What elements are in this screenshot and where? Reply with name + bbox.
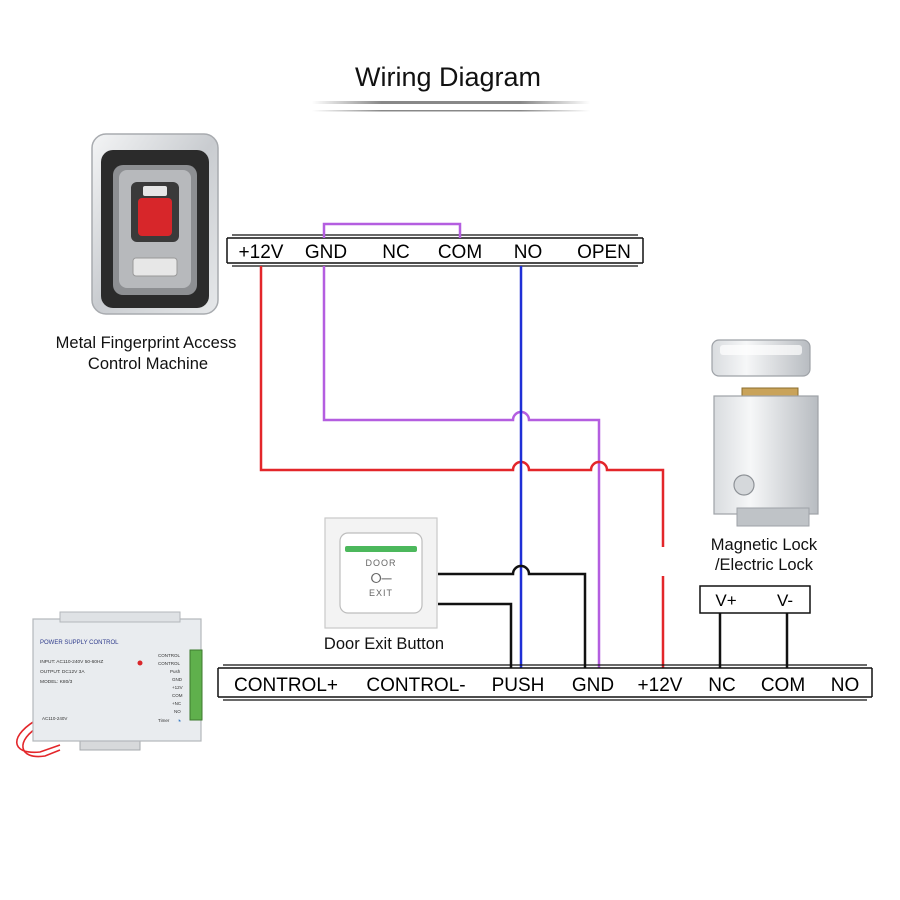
lock-terminal-v-plus: V+ <box>715 591 736 610</box>
psu-terminal-no: NO <box>831 675 860 696</box>
lock-terminal-box: V+ V- <box>699 585 811 614</box>
wifi-icon: ◔ <box>176 716 181 726</box>
psu-side-label-4: GND <box>172 677 183 682</box>
psu-terminal-com: COM <box>761 675 805 696</box>
psu-remote-text: Timer <box>158 718 170 723</box>
psu-bottom-text: AC110-240V <box>42 716 67 721</box>
fingerprint-reader-icon <box>91 133 219 315</box>
lock-label: Magnetic Lock <box>711 536 818 554</box>
psu-terminal-control-minus: CONTROL- <box>366 675 465 696</box>
fp-terminal-12v: +12V <box>239 242 284 263</box>
fp-terminal-no: NO <box>514 242 543 263</box>
psu-terminal-gnd: GND <box>572 675 614 696</box>
exit-button-icon: DOOR ⭘─ EXIT <box>324 517 438 629</box>
psu-header-text: POWER SUPPLY CONTROL <box>40 640 119 646</box>
psu-side-label-7: +NC <box>172 701 182 706</box>
psu-side-label-3: Push <box>170 669 181 674</box>
psu-side-label-5: +12V <box>172 685 183 690</box>
psu-spec-3: MODEL: K80/3 <box>40 679 73 685</box>
lock-terminal-v-minus: V- <box>777 591 793 610</box>
psu-spec-1: INPUT: AC110-240V 50-60HZ <box>40 659 103 665</box>
title-underline <box>312 101 590 104</box>
electric-lock-icon <box>711 339 819 527</box>
fp-terminal-nc: NC <box>382 242 409 263</box>
fingerprint-label: Metal Fingerprint Access <box>56 334 237 352</box>
key-icon: ⭘─ <box>370 570 391 586</box>
exit-button-face-door: DOOR <box>366 558 397 568</box>
psu-terminal-strip: CONTROL+ CONTROL- PUSH GND +12V NC COM N… <box>217 664 873 701</box>
psu-terminal-nc: NC <box>708 675 735 696</box>
fp-terminal-gnd: GND <box>305 242 347 263</box>
psu-side-label-1: CONTROL <box>158 653 180 658</box>
psu-terminal-control-plus: CONTROL+ <box>234 675 338 696</box>
fp-terminal-open: OPEN <box>577 242 631 263</box>
fingerprint-label-2: Control Machine <box>88 355 208 373</box>
diagram-title: Wiring Diagram <box>355 62 541 92</box>
psu-terminal-push: PUSH <box>492 675 545 696</box>
psu-side-label-8: NO <box>174 709 181 714</box>
psu-terminal-block <box>189 649 203 721</box>
wire-red-12v <box>259 266 665 547</box>
psu-side-label-2: CONTROL <box>158 661 180 666</box>
fp-terminal-com: COM <box>438 242 482 263</box>
exit-button-label: Door Exit Button <box>324 635 444 653</box>
wire-black-exit-2 <box>438 602 513 668</box>
power-supply-icon: POWER SUPPLY CONTROL INPUT: AC110-240V 5… <box>15 611 203 758</box>
fingerprint-terminal-strip: +12V GND NC COM NO OPEN <box>226 234 644 267</box>
psu-side-label-6: COM <box>172 693 183 698</box>
wire-purple-jumper <box>322 222 462 238</box>
exit-button-face-exit: EXIT <box>369 588 393 598</box>
lock-label-2: /Electric Lock <box>715 556 814 574</box>
psu-spec-2: OUTPUT: DC12V 3A <box>40 669 85 675</box>
title-underline-thin <box>312 110 590 112</box>
psu-terminal-12v: +12V <box>638 675 683 696</box>
wire-black-exit-1 <box>438 564 587 668</box>
